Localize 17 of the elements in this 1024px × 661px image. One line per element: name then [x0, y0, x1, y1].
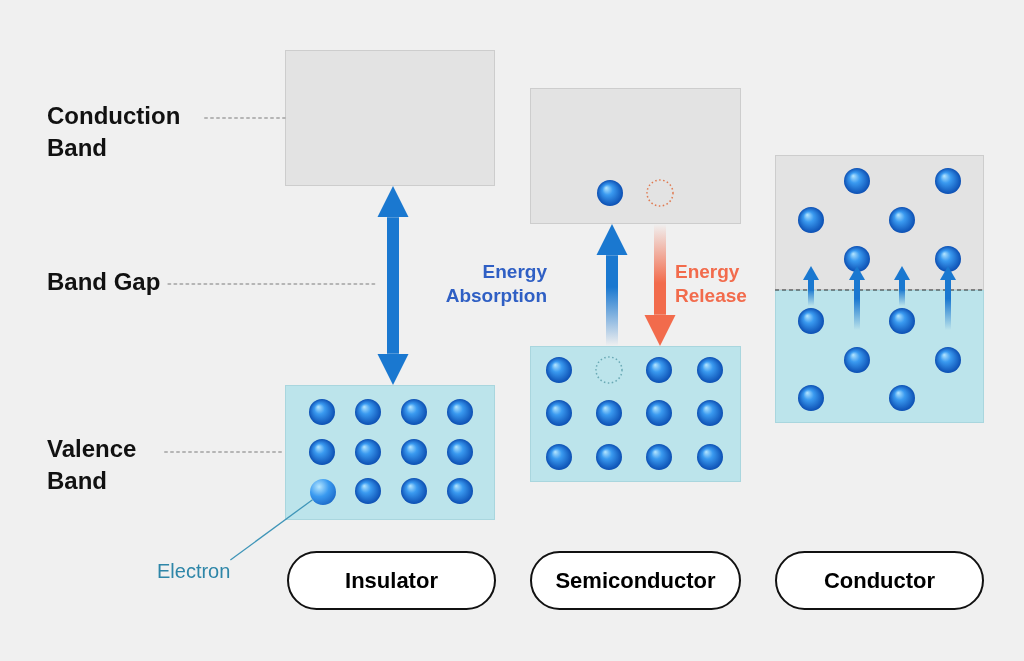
band-label: Band Gap — [47, 266, 169, 298]
leader-line — [204, 117, 286, 119]
conduction-band-box — [285, 50, 495, 186]
material-label: Semiconductor — [530, 551, 741, 610]
double-arrow — [377, 186, 409, 385]
conduction-band-box — [530, 88, 741, 224]
band-label: Conduction Band — [47, 100, 205, 164]
electron-icon — [310, 479, 336, 505]
arrow — [644, 224, 676, 346]
edge-label: Energy Absorption — [444, 260, 547, 308]
band-label: Valence Band — [47, 433, 165, 497]
leader-line — [229, 499, 314, 561]
material-label: Conductor — [775, 551, 984, 610]
material-label: Insulator — [287, 551, 496, 610]
electron-label: Electron — [157, 555, 231, 587]
arrow — [596, 224, 628, 346]
edge-label: Energy Release — [675, 260, 748, 308]
